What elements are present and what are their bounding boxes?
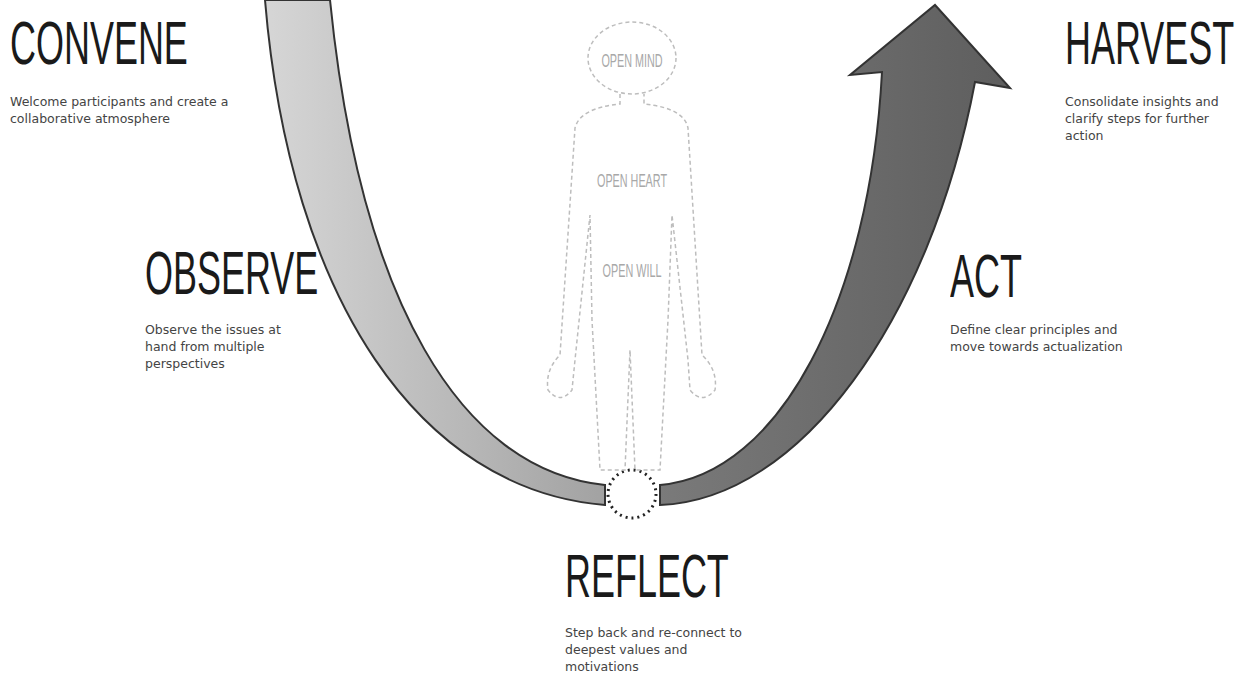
stage-description: Observe the issues at hand from multiple…	[145, 322, 315, 373]
stage-heading: CONVENE	[10, 12, 188, 74]
dotted-circle	[608, 470, 656, 518]
stage-description: Define clear principles and move towards…	[950, 322, 1150, 356]
stage-description: Welcome participants and create a collab…	[10, 94, 235, 128]
stage-description: Step back and re-connect to deepest valu…	[565, 625, 765, 676]
figure-label: OPEN HEART	[597, 172, 667, 190]
stage-heading: HARVEST	[1065, 12, 1234, 74]
figure-label: OPEN WILL	[603, 262, 662, 280]
stage-heading: ACT	[950, 245, 1022, 307]
stage-description: Consolidate insights and clarify steps f…	[1065, 94, 1245, 145]
stage-heading: REFLECT	[565, 545, 729, 607]
figure-head	[588, 22, 676, 94]
stage-heading: OBSERVE	[145, 242, 318, 304]
figure-label: OPEN MIND	[601, 52, 662, 70]
figure-body	[548, 94, 716, 470]
